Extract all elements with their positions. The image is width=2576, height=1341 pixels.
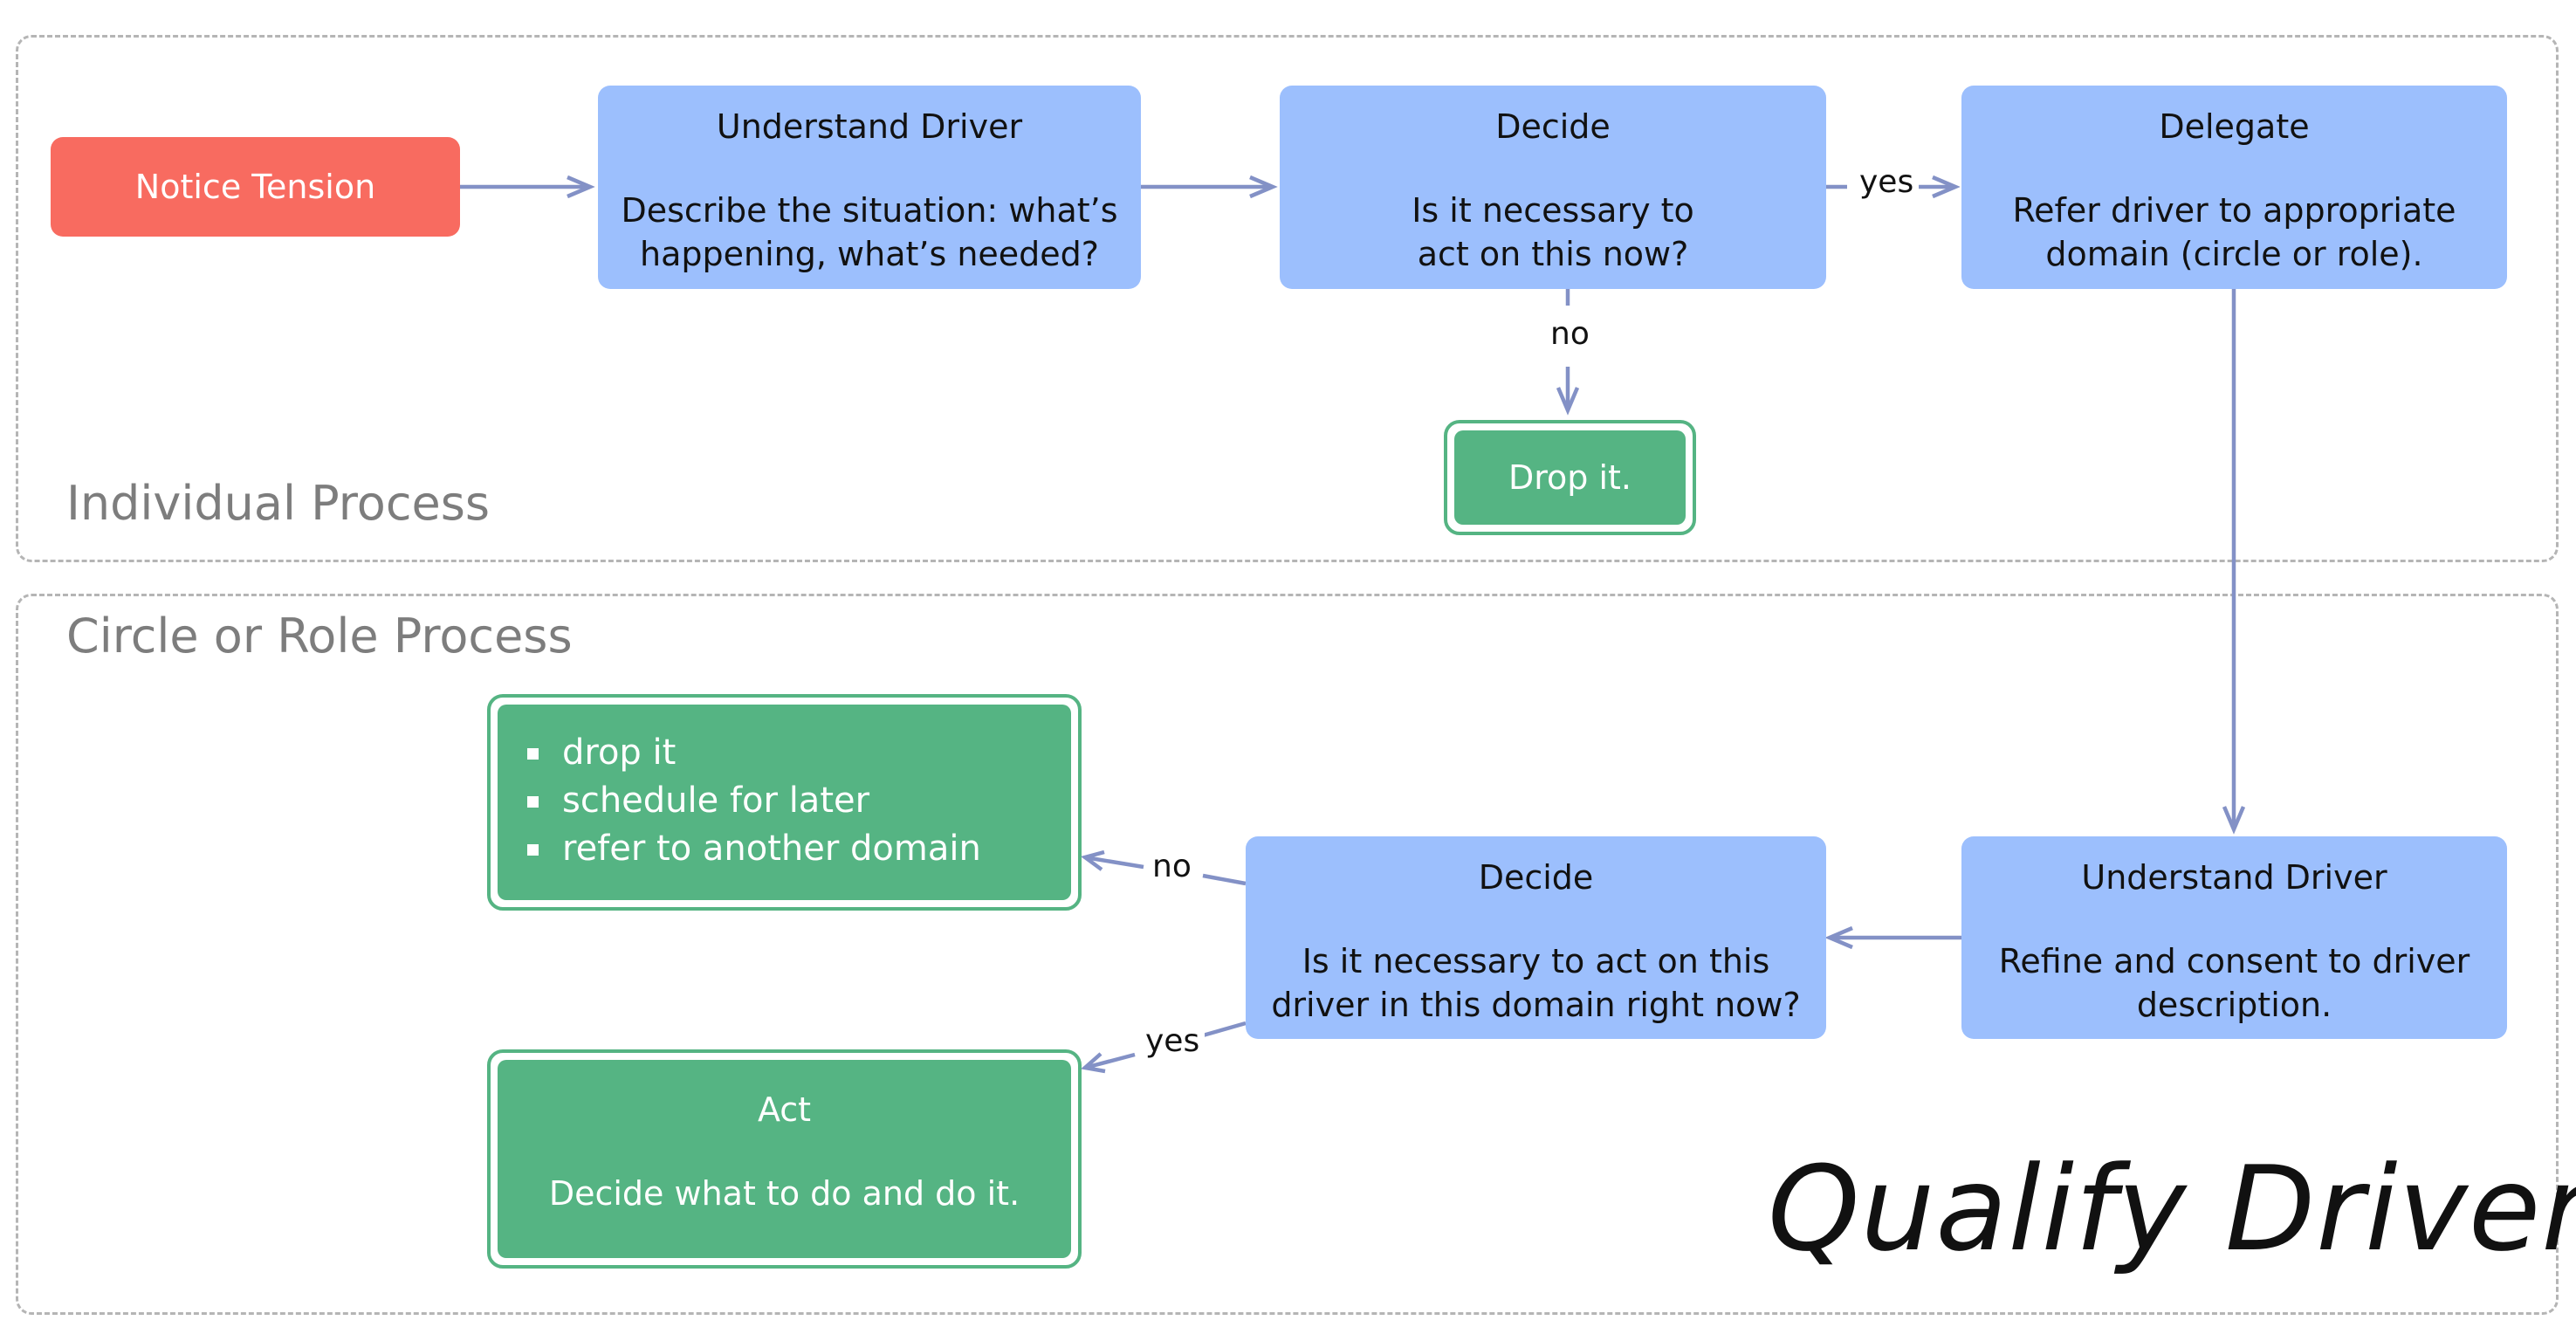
delegate-title: Delegate	[2159, 107, 2310, 146]
options-list: drop it schedule for later refer to anot…	[498, 705, 1071, 873]
circle-role-process-region	[16, 594, 2559, 1315]
act-inner: Act Decide what to do and do it.	[498, 1060, 1071, 1258]
act-title: Act	[757, 1090, 812, 1129]
option-item: refer to another domain	[524, 825, 1071, 873]
understand-driver-title: Understand Driver	[716, 107, 1023, 146]
notice-tension-node[interactable]: Notice Tension	[51, 137, 460, 237]
drop-it-label: Drop it.	[1508, 458, 1632, 497]
understand-driver-node[interactable]: Understand Driver Describe the situation…	[598, 86, 1141, 289]
arrowhead-7	[1080, 849, 1105, 871]
understand-driver-line-2: happening, what’s needed?	[640, 235, 1099, 273]
decide-title: Decide	[1495, 107, 1611, 146]
decide-domain-question: Is it necessary to act on this driver in…	[1246, 939, 1826, 1027]
decide-domain-line-2: driver in this domain right now?	[1271, 986, 1801, 1024]
edge-label-decide2-no: no	[1147, 849, 1197, 884]
act-node[interactable]: Act Decide what to do and do it.	[487, 1049, 1082, 1269]
understand-driver-line-1: Describe the situation: what’s	[621, 191, 1118, 230]
arrowhead-6	[1824, 925, 1853, 950]
decide-node[interactable]: Decide Is it necessary to act on this no…	[1280, 86, 1826, 289]
options-node[interactable]: drop it schedule for later refer to anot…	[487, 694, 1082, 911]
options-inner: drop it schedule for later refer to anot…	[498, 705, 1071, 900]
delegate-line-1: Refer driver to appropriate	[2012, 191, 2456, 230]
arrowhead-1	[567, 175, 595, 199]
delegate-description: Refer driver to appropriate domain (circ…	[1961, 189, 2507, 276]
edge-decide2-yes-b	[1084, 1052, 1136, 1070]
understand-driver-refine-line-1: Refine and consent to driver	[1998, 942, 2470, 980]
notice-tension-label: Notice Tension	[134, 168, 376, 206]
circle-role-process-label: Circle or Role Process	[66, 609, 573, 664]
act-description: Decide what to do and do it.	[548, 1174, 1020, 1213]
drop-it-inner: Drop it.	[1454, 430, 1686, 525]
diagram-title: Qualify Drivers	[1768, 1141, 2576, 1277]
decide-question: Is it necessary to act on this now?	[1280, 189, 1826, 276]
delegate-line-2: domain (circle or role).	[2045, 235, 2423, 273]
individual-process-region	[16, 35, 2559, 562]
arrowhead-8	[1081, 1052, 1106, 1074]
edge-decide2-no-b	[1084, 855, 1144, 870]
decide-domain-node[interactable]: Decide Is it necessary to act on this dr…	[1246, 836, 1826, 1039]
decide-domain-line-1: Is it necessary to act on this	[1302, 942, 1770, 980]
edge-label-decide1-no: no	[1545, 316, 1595, 352]
understand-driver-refine-description: Refine and consent to driver description…	[1961, 939, 2507, 1027]
edge-label-decide2-yes: yes	[1140, 1023, 1206, 1059]
decide-line-2: act on this now?	[1417, 235, 1689, 273]
understand-driver-description: Describe the situation: what’s happening…	[598, 189, 1141, 276]
drop-it-node[interactable]: Drop it.	[1444, 420, 1696, 535]
arrowhead-3	[1932, 175, 1961, 199]
arrowhead-4	[1556, 387, 1580, 416]
option-item: drop it	[524, 729, 1071, 777]
understand-driver-refine-line-2: description.	[2136, 986, 2332, 1024]
understand-driver-refine-title: Understand Driver	[2081, 858, 2387, 897]
decide-domain-title: Decide	[1478, 858, 1594, 897]
delegate-node[interactable]: Delegate Refer driver to appropriate dom…	[1961, 86, 2507, 289]
edge-decide2-no-a	[1202, 873, 1247, 886]
individual-process-label: Individual Process	[66, 476, 490, 531]
decide-line-1: Is it necessary to	[1412, 191, 1694, 230]
edge-label-decide1-yes: yes	[1854, 164, 1920, 200]
understand-driver-refine-node[interactable]: Understand Driver Refine and consent to …	[1961, 836, 2507, 1039]
arrowhead-5	[2222, 806, 2246, 835]
arrowhead-2	[1249, 175, 1278, 199]
option-item: schedule for later	[524, 777, 1071, 825]
edge-decide2-yes-a	[1202, 1021, 1247, 1038]
